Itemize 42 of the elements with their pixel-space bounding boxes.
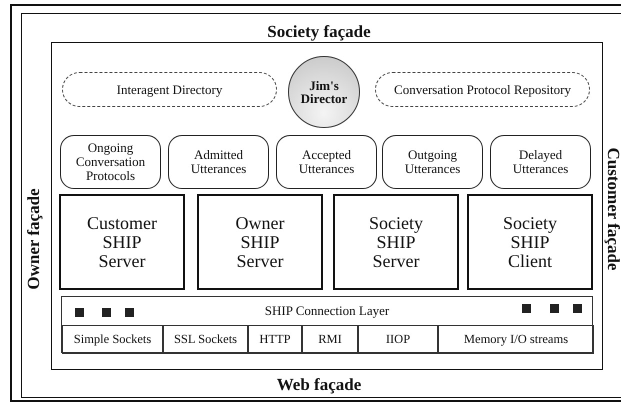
server-box xyxy=(59,194,185,290)
node-label: Owner SHIP Server xyxy=(234,214,286,270)
node-label: SSL Sockets xyxy=(174,332,238,347)
protocol-cell xyxy=(62,325,163,354)
facade-label: Customer façade xyxy=(603,146,621,272)
node-label: Admitted Utterances xyxy=(190,148,248,176)
node-label: Customer SHIP Server xyxy=(86,214,158,270)
rounded-box xyxy=(382,135,483,189)
rounded-box xyxy=(276,135,377,189)
node-label: Conversation Protocol Repository xyxy=(394,82,571,98)
protocol-cell xyxy=(438,325,594,354)
rounded-box xyxy=(490,135,591,189)
node-label: SHIP Connection Layer xyxy=(264,303,390,319)
facade-label: Web façade xyxy=(276,375,362,395)
node-label: Society SHIP Client xyxy=(502,214,558,270)
server-box xyxy=(467,194,593,290)
node-label: Jim's Director xyxy=(300,79,348,105)
node-label: Accepted Utterances xyxy=(298,148,356,176)
node-label: IIOP xyxy=(386,332,410,347)
node-label: RMI xyxy=(318,332,342,347)
server-box xyxy=(333,194,459,290)
facade-label: Society façade xyxy=(266,22,372,42)
node-label: Delayed Utterances xyxy=(512,148,570,176)
facade-label: Owner façade xyxy=(24,187,44,292)
system-box xyxy=(51,42,603,370)
node-label: HTTP xyxy=(259,332,291,347)
connection-layer-bar xyxy=(61,296,593,353)
rounded-box xyxy=(60,135,161,189)
protocol-cell xyxy=(248,325,302,354)
server-box xyxy=(197,194,323,290)
node-label: Simple Sockets xyxy=(74,332,152,347)
node-label: Society SHIP Server xyxy=(368,214,424,270)
protocol-cell xyxy=(358,325,438,354)
node-label: Ongoing Conversation Protocols xyxy=(74,141,146,183)
protocol-cell xyxy=(163,325,248,354)
protocol-cell xyxy=(302,325,358,354)
dashed-rounded-box xyxy=(375,72,590,107)
node-label: Interagent Directory xyxy=(116,82,222,98)
dashed-rounded-box xyxy=(62,72,277,107)
node-label: Outgoing Utterances xyxy=(404,148,462,176)
node-label: Memory I/O streams xyxy=(464,332,568,347)
rounded-box xyxy=(168,135,269,189)
